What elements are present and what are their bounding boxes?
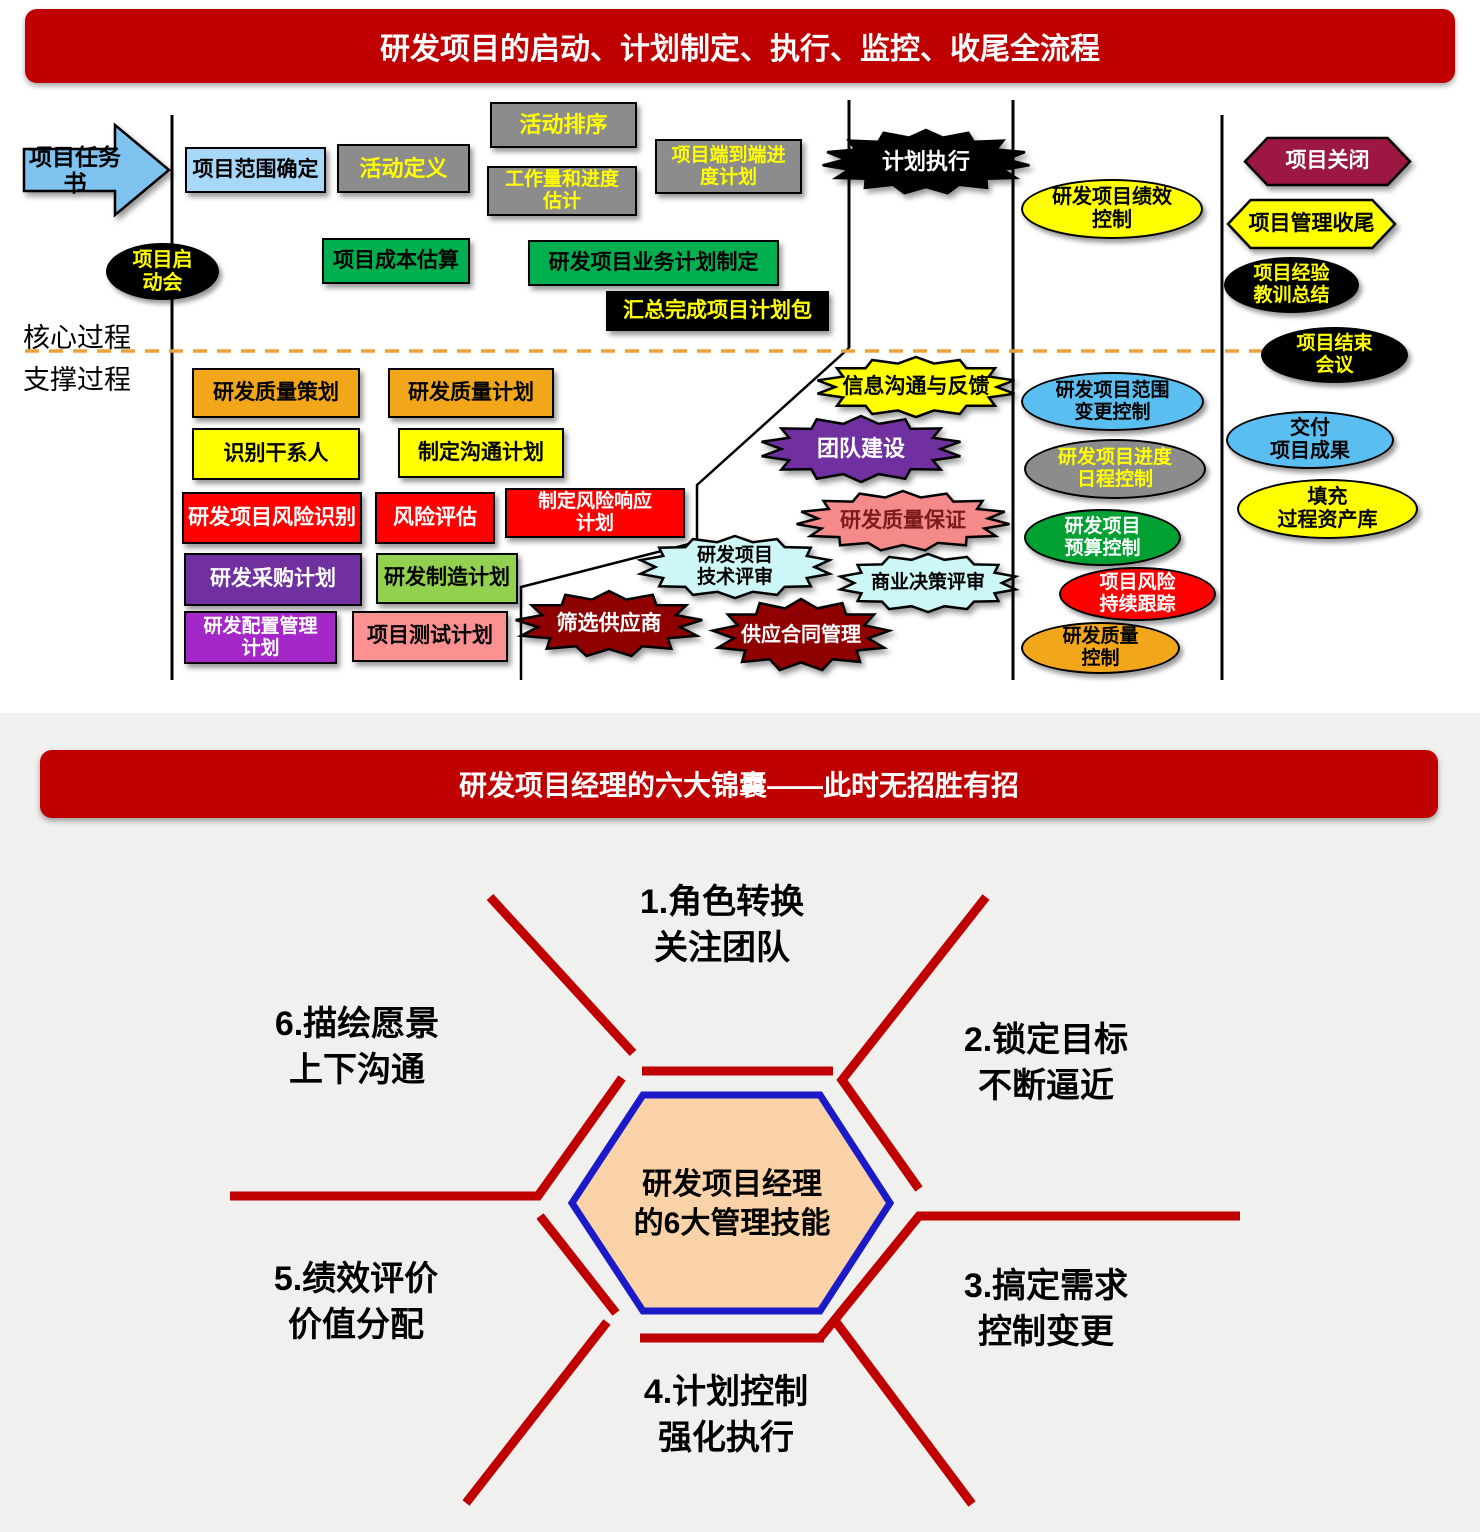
node-e2e-schedule: 项目端到端进 度计划	[655, 139, 802, 194]
skill-4-plan-control: 4.计划控制 强化执行	[643, 1373, 809, 1457]
node-project-close: 项目关闭	[1243, 136, 1412, 187]
node-info-communication: 信息沟通与反馈	[813, 355, 1019, 419]
node-scope-change-control: 研发项目范围 变更控制	[1021, 372, 1204, 431]
web-radial-left	[230, 1075, 626, 1201]
node-team-building: 团队建设	[757, 414, 965, 484]
node-tech-review: 研发项目 技术评审	[636, 534, 834, 600]
node-quality-plan: 研发质量计划	[388, 368, 554, 418]
node-label: 信息沟通与反馈	[842, 374, 990, 398]
node-end-meeting: 项目结束 会议	[1261, 327, 1408, 383]
skill-5-perf-eval: 5.绩效评价 价值分配	[273, 1260, 439, 1344]
node-task-book-arrow: 项目任务书	[22, 122, 172, 218]
node-label: 项目任务书	[29, 143, 121, 196]
node-process-asset-library: 填充 过程资产库	[1237, 479, 1418, 539]
node-risk-response: 制定风险响应 计划	[505, 488, 685, 538]
node-business-plan: 研发项目业务计划制定	[528, 240, 779, 286]
node-risk-tracking: 项目风险 持续跟踪	[1059, 567, 1216, 621]
lane-label-support: 支撑过程	[23, 365, 131, 395]
node-plan-execution: 计划执行	[820, 128, 1032, 196]
node-budget-control: 研发项目 预算控制	[1024, 509, 1181, 566]
node-business-review: 商业决策评审	[836, 552, 1020, 614]
node-quality-assurance: 研发质量保证	[794, 489, 1012, 553]
web-radial-top-left	[486, 893, 637, 1057]
node-supplier-selection: 筛选供应商	[513, 589, 705, 659]
lane-label-core: 核心过程	[23, 323, 131, 353]
node-config-mgmt-plan: 研发配置管理 计划	[184, 611, 337, 664]
node-label: 商业决策评审	[870, 572, 985, 594]
node-test-plan: 项目测试计划	[352, 611, 508, 662]
node-cost-estimate: 项目成本估算	[322, 238, 470, 284]
node-workload-estimate: 工作量和进度 估计	[487, 166, 637, 216]
node-procurement-plan: 研发采购计划	[184, 553, 362, 606]
node-stakeholders: 识别干系人	[192, 428, 360, 480]
node-label: 项目管理收尾	[1248, 211, 1375, 235]
bottom-title-banner: 研发项目经理的六大锦囊——此时无招胜有招	[40, 750, 1438, 818]
skill-2-lock-targets: 2.锁定目标 不断逼近	[963, 1021, 1129, 1105]
node-label: 筛选供应商	[556, 611, 662, 635]
skill-3-handle-reqs: 3.搞定需求 控制变更	[963, 1267, 1129, 1351]
top-title-banner: 研发项目的启动、计划制定、执行、监控、收尾全流程	[25, 9, 1455, 83]
node-quality-control: 研发质量 控制	[1021, 622, 1180, 674]
node-label: 项目关闭	[1285, 149, 1370, 173]
skill-6-vision-comm: 6.描绘愿景 上下沟通	[274, 1005, 440, 1089]
node-label: 研发项目 技术评审	[696, 545, 773, 588]
center-hexagon	[567, 1091, 895, 1315]
node-manufacturing-plan: 研发制造计划	[376, 553, 518, 604]
web-radial-bottom-right	[832, 1319, 976, 1507]
node-quality-strategy: 研发质量策划	[192, 368, 360, 418]
node-plan-package: 汇总完成项目计划包	[606, 291, 829, 331]
node-schedule-control: 研发项目进度 日程控制	[1024, 439, 1206, 499]
node-label: 供应合同管理	[741, 623, 861, 646]
node-lessons-learned: 项目经验 教训总结	[1224, 257, 1359, 313]
node-mgmt-closeout: 项目管理收尾	[1226, 198, 1397, 250]
web-radial-right	[816, 1211, 1240, 1341]
node-risk-identification: 研发项目风险识别	[182, 492, 362, 544]
node-risk-evaluation: 风险评估	[375, 492, 495, 544]
node-scope: 项目范围确定	[185, 147, 326, 193]
node-label: 团队建设	[816, 436, 905, 462]
skill-1-role-shift: 1.角色转换 关注团队	[639, 883, 805, 967]
node-activity-seq: 活动排序	[490, 102, 637, 148]
node-performance-control: 研发项目绩效 控制	[1021, 179, 1203, 239]
node-deliver-results: 交付 项目成果	[1226, 411, 1394, 469]
node-kickoff-meeting: 项目启 动会	[106, 243, 219, 300]
center-hexagon-label: 研发项目经理 的6大管理技能	[633, 1168, 831, 1240]
right-arrow-shape	[22, 122, 171, 218]
web-radial-top-right	[836, 894, 990, 1192]
node-label: 研发质量保证	[840, 508, 966, 532]
node-label: 计划执行	[881, 149, 970, 175]
node-supply-contract: 供应合同管理	[708, 597, 894, 673]
web-edge-bottom-left	[536, 1213, 620, 1316]
web-radial-bottom-left	[462, 1319, 611, 1506]
node-activity-def: 活动定义	[337, 144, 470, 193]
node-comm-plan: 制定沟通计划	[398, 428, 564, 478]
